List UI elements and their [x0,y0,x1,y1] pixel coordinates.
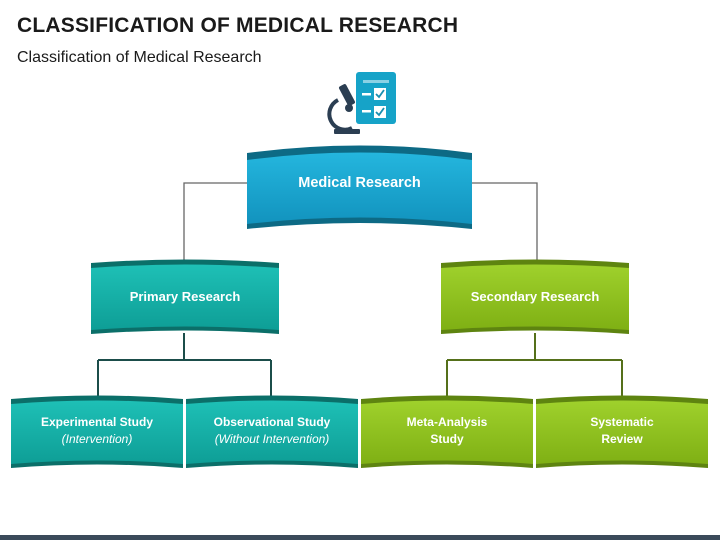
medical-research-label: Medical Research [247,160,472,206]
observational-study-node [186,395,358,468]
observational-study-label: Observational Study (Without Interventio… [186,404,358,458]
page-subtitle: Classification of Medical Research [17,49,262,66]
primary-research-text: Primary Research [129,288,241,304]
primary-research-node [91,259,279,334]
observational-study-subtitle: (Without Intervention) [214,432,330,446]
experimental-study-node [11,395,183,468]
page-title: CLASSIFICATION OF MEDICAL RESEARCH [17,14,459,37]
meta-analysis-subtitle: Study [430,432,464,446]
secondary-research-node [441,259,629,334]
secondary-research-label: Secondary Research [441,268,629,324]
meta-analysis-title: Meta-Analysis [406,415,488,429]
experimental-study-subtitle: (Intervention) [61,432,133,446]
medical-research-node [247,145,472,229]
systematic-review-subtitle: Review [601,432,643,446]
observational-study-title: Observational Study [213,415,331,429]
meta-analysis-label: Meta-Analysis Study [361,404,533,458]
experimental-study-label: Experimental Study (Intervention) [11,404,183,458]
primary-research-label: Primary Research [91,268,279,324]
systematic-review-label: Systematic Review [536,404,708,458]
systematic-review-title: Systematic [590,415,654,429]
meta-analysis-node [361,395,533,468]
medical-research-text: Medical Research [298,174,421,191]
footer-bar [0,535,720,540]
experimental-study-title: Experimental Study [40,415,154,429]
connectors [97,182,623,397]
microscope-checklist-icon [327,72,396,134]
systematic-review-node [536,395,708,468]
secondary-research-text: Secondary Research [470,288,600,304]
